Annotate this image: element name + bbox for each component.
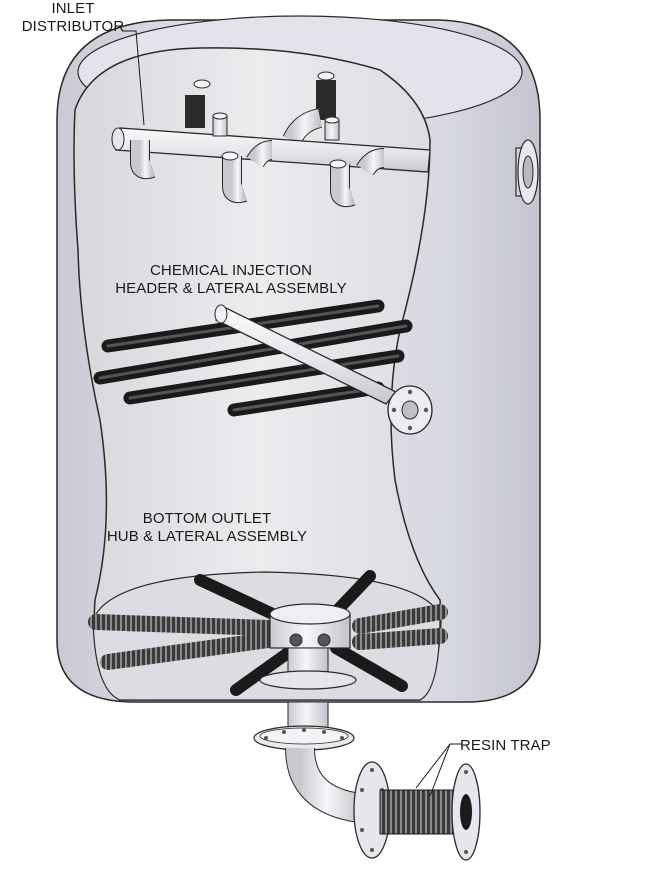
outlet-piping xyxy=(253,701,363,823)
resin-trap-label: RESIN TRAP xyxy=(460,737,551,754)
side-nozzle xyxy=(515,139,539,205)
leader-lines xyxy=(122,30,462,797)
chemical-label-line-1: CHEMICAL INJECTION xyxy=(149,262,313,279)
inlet-label-line-2: DISTRIBUTOR xyxy=(21,18,125,35)
bottom-label-line-1: BOTTOM OUTLET xyxy=(142,510,272,527)
chemical-injection-label: CHEMICAL INJECTION HEADER & LATERAL ASSE… xyxy=(96,262,366,298)
inlet-distributor xyxy=(111,71,431,208)
bottom-label-line-2: HUB & LATERAL ASSEMBLY xyxy=(106,528,308,545)
bottom-outlet-label: BOTTOM OUTLET HUB & LATERAL ASSEMBLY xyxy=(88,510,326,546)
chemical-label-line-2: HEADER & LATERAL ASSEMBLY xyxy=(115,280,347,297)
chemical-injection-assembly xyxy=(93,299,433,435)
bottom-outlet-assembly xyxy=(88,570,448,696)
inlet-label-line-1: INLET xyxy=(51,0,95,17)
resin-trap xyxy=(353,761,481,861)
inlet-distributor-label: INLET DISTRIBUTOR xyxy=(8,0,138,36)
